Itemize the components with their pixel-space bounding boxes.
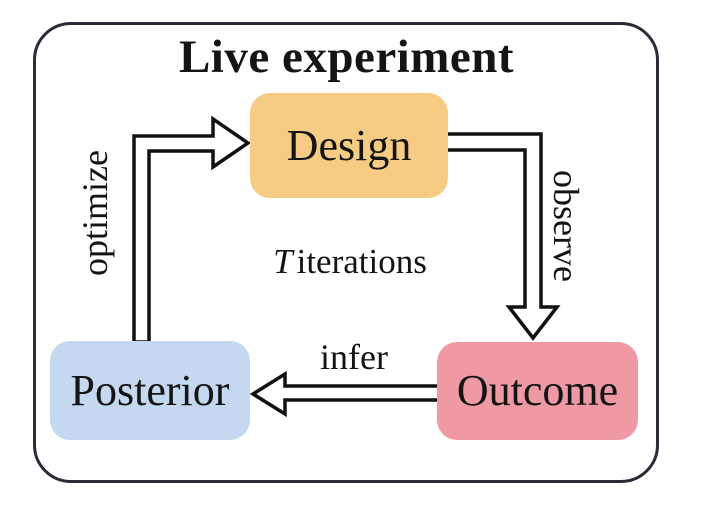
observe-edge-label: observe bbox=[546, 170, 586, 282]
design-node-label: Design bbox=[286, 120, 412, 170]
observe-arrow bbox=[443, 132, 561, 341]
infer-arrow bbox=[249, 370, 442, 418]
iterations-text: iterations bbox=[296, 242, 427, 281]
iterations-symbol: T bbox=[273, 242, 293, 281]
outcome-node-label: Outcome bbox=[456, 366, 619, 415]
figure-title: Live experiment bbox=[178, 31, 515, 83]
outcome-node: Outcome bbox=[437, 342, 638, 440]
optimize-arrow bbox=[132, 115, 252, 344]
posterior-node-label: Posterior bbox=[70, 365, 230, 415]
design-node: Design bbox=[250, 93, 448, 198]
posterior-node: Posterior bbox=[50, 341, 250, 440]
infer-edge-label: infer bbox=[320, 337, 388, 377]
optimize-edge-label: optimize bbox=[75, 150, 115, 276]
